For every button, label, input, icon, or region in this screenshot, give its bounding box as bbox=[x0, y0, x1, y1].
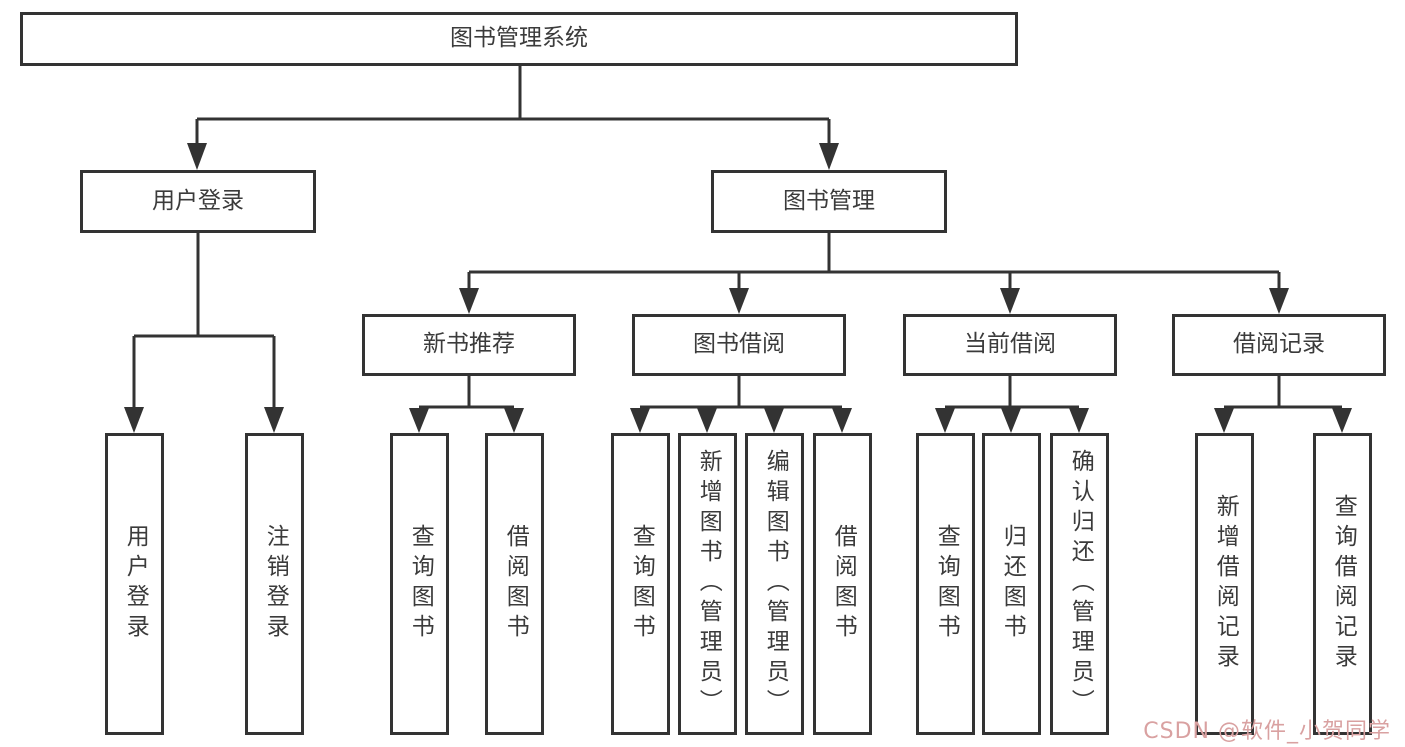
node-leaf-edit-books-admin: 编辑图书（管理员） bbox=[745, 433, 804, 735]
node-leaf-edit-books-admin-label: 编辑图书（管理员） bbox=[762, 449, 789, 719]
node-book-borrow: 图书借阅 bbox=[632, 314, 846, 376]
node-leaf-add-books-admin-label: 新增图书（管理员） bbox=[695, 449, 722, 719]
node-leaf-logout-label: 注销登录 bbox=[262, 524, 289, 644]
node-borrow-records: 借阅记录 bbox=[1172, 314, 1386, 376]
node-user-login-branch-label: 用户登录 bbox=[152, 187, 244, 214]
node-current-borrow: 当前借阅 bbox=[903, 314, 1117, 376]
node-leaf-return-books: 归还图书 bbox=[982, 433, 1041, 735]
node-leaf-query-borrow-record-label: 查询借阅记录 bbox=[1330, 494, 1357, 674]
node-borrow-records-label: 借阅记录 bbox=[1233, 331, 1325, 358]
node-leaf-query-books-3-label: 查询图书 bbox=[933, 524, 960, 644]
node-leaf-add-borrow-record-label: 新增借阅记录 bbox=[1212, 494, 1239, 674]
node-leaf-borrow-books-2: 借阅图书 bbox=[813, 433, 872, 735]
node-current-borrow-label: 当前借阅 bbox=[964, 331, 1056, 358]
node-leaf-logout: 注销登录 bbox=[245, 433, 304, 735]
node-system-root: 图书管理系统 bbox=[20, 12, 1018, 66]
node-leaf-confirm-return-admin: 确认归还（管理员） bbox=[1050, 433, 1109, 735]
node-leaf-query-borrow-record: 查询借阅记录 bbox=[1313, 433, 1372, 735]
node-book-management-branch-label: 图书管理 bbox=[783, 187, 875, 214]
node-leaf-return-books-label: 归还图书 bbox=[999, 524, 1026, 644]
node-leaf-borrow-books-1: 借阅图书 bbox=[485, 433, 544, 735]
csdn-watermark: CSDN @软件_小贺同学 bbox=[1143, 719, 1391, 744]
node-leaf-query-books-3: 查询图书 bbox=[916, 433, 975, 735]
node-new-book-recommend: 新书推荐 bbox=[362, 314, 576, 376]
node-leaf-borrow-books-1-label: 借阅图书 bbox=[502, 524, 529, 644]
node-user-login-branch: 用户登录 bbox=[80, 170, 316, 233]
node-leaf-user-login: 用户登录 bbox=[105, 433, 164, 735]
node-leaf-user-login-label: 用户登录 bbox=[122, 524, 149, 644]
node-leaf-add-books-admin: 新增图书（管理员） bbox=[678, 433, 737, 735]
node-leaf-query-books-2: 查询图书 bbox=[611, 433, 670, 735]
node-new-book-recommend-label: 新书推荐 bbox=[423, 331, 515, 358]
node-book-borrow-label: 图书借阅 bbox=[693, 331, 785, 358]
node-leaf-query-books-1-label: 查询图书 bbox=[407, 524, 434, 644]
node-leaf-borrow-books-2-label: 借阅图书 bbox=[830, 524, 857, 644]
node-leaf-query-books-2-label: 查询图书 bbox=[628, 524, 655, 644]
node-book-management-branch: 图书管理 bbox=[711, 170, 947, 233]
node-system-root-label: 图书管理系统 bbox=[450, 25, 588, 52]
node-leaf-add-borrow-record: 新增借阅记录 bbox=[1195, 433, 1254, 735]
node-leaf-query-books-1: 查询图书 bbox=[390, 433, 449, 735]
node-leaf-confirm-return-admin-label: 确认归还（管理员） bbox=[1067, 449, 1094, 719]
